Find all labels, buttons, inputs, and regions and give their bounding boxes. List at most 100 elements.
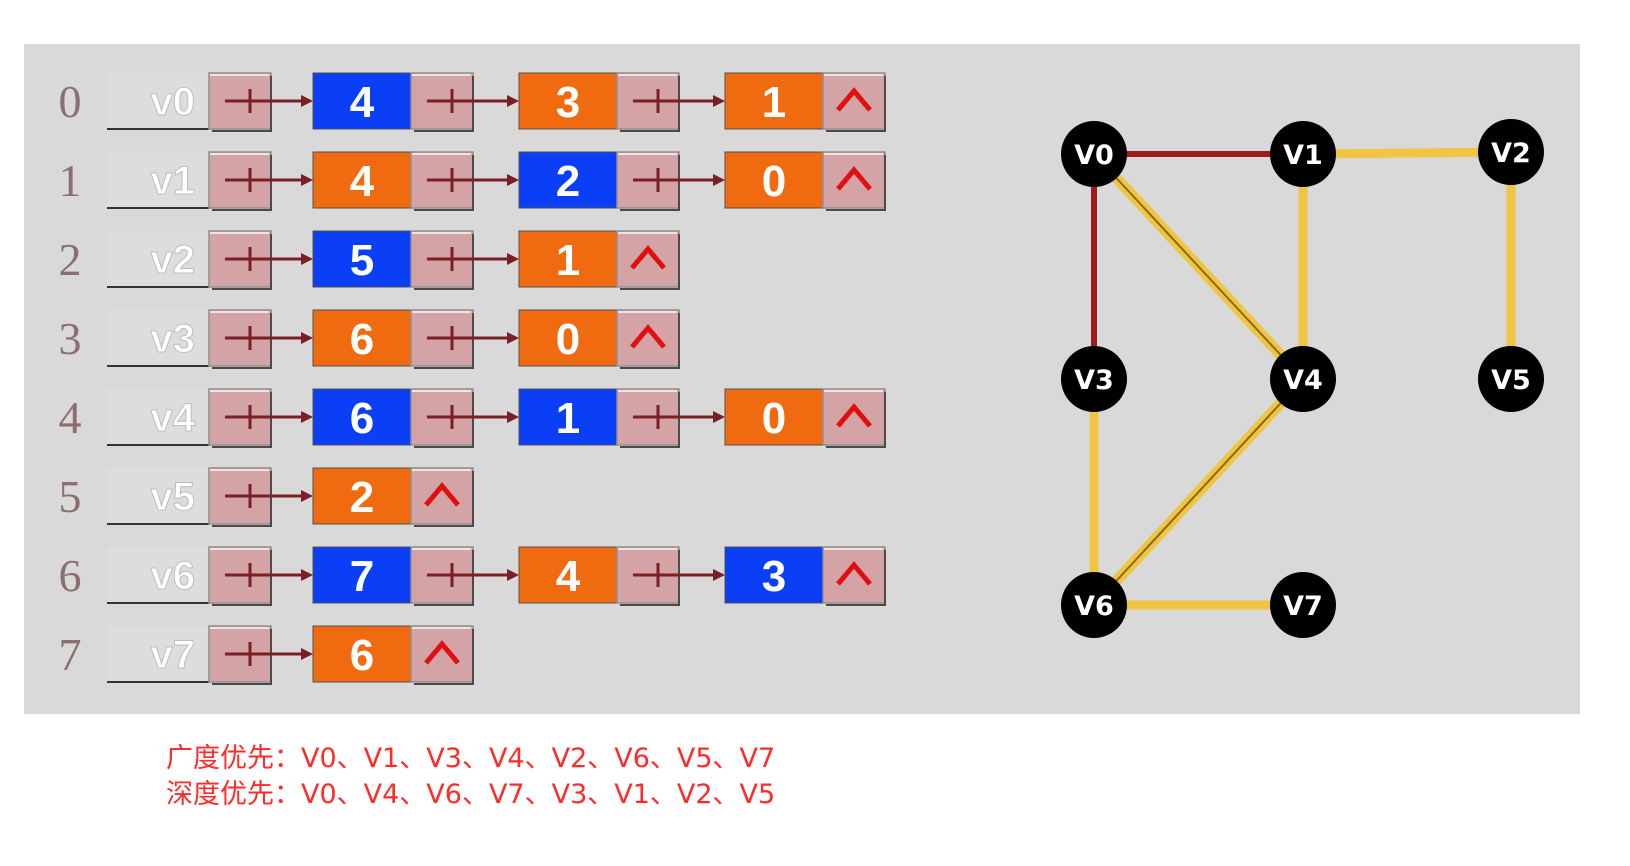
- list-node-value: 3: [556, 78, 580, 127]
- row-index: 3: [59, 313, 82, 364]
- edge-v1-v2: [1302, 147, 1512, 159]
- list-node-value: 1: [556, 394, 580, 443]
- list-row: 3 v3 6 0: [59, 309, 680, 369]
- graph-node-label: V2: [1491, 138, 1531, 169]
- arrow-head: [301, 569, 313, 581]
- graph-node-v2: V2: [1478, 119, 1544, 185]
- row-index: 6: [59, 550, 82, 601]
- arrow-head: [301, 411, 313, 423]
- list-node-value: 6: [350, 394, 374, 443]
- graph-node-v3: V3: [1061, 346, 1127, 412]
- list-node-value: 1: [762, 78, 786, 127]
- arrow-head: [301, 490, 313, 502]
- vertex-head-cell: [107, 468, 209, 524]
- list-node-value: 4: [350, 157, 375, 206]
- traversal-captions: 广度优先：V0、V1、V3、V4、V2、V6、V5、V7 深度优先：V0、V4、…: [166, 741, 775, 813]
- row-index: 2: [59, 234, 82, 285]
- vertex-label: v1: [151, 159, 196, 203]
- arrow-head: [301, 253, 313, 265]
- list-node-value-cell: [724, 546, 824, 604]
- graph-node-circle: [1478, 346, 1544, 412]
- graph-node-v5: V5: [1478, 346, 1544, 412]
- null-caret-icon: [630, 324, 666, 349]
- list-node-value: 2: [350, 473, 374, 522]
- graph-node-v6: V6: [1061, 572, 1127, 638]
- list-node-value: 6: [350, 631, 374, 680]
- row-index: 1: [59, 155, 82, 206]
- vertex-head-cell: [107, 626, 209, 682]
- row-index: 5: [59, 471, 82, 522]
- null-pointer-cell: [822, 388, 886, 446]
- list-node-value: 3: [762, 552, 786, 601]
- list-node-value: 0: [762, 394, 786, 443]
- graph-node-circle: [1061, 572, 1127, 638]
- row-index: 7: [59, 629, 82, 680]
- list-node-value-cell: [518, 151, 618, 209]
- arrow-head: [507, 569, 519, 581]
- row-index: 4: [59, 392, 82, 443]
- vertex-head-cell: [107, 231, 209, 287]
- list-node-value-cell: [312, 388, 412, 446]
- graph-node-label: V0: [1074, 140, 1114, 171]
- graph-node-v0: V0: [1061, 121, 1127, 187]
- null-caret-icon: [836, 403, 872, 428]
- graph-node-circle: [1270, 572, 1336, 638]
- arrow-head: [507, 174, 519, 186]
- list-row: 4 v4 6 1 0: [59, 388, 886, 448]
- list-node-value-cell: [312, 72, 412, 130]
- list-row: 7 v7 6: [59, 625, 474, 685]
- arrow-head: [507, 95, 519, 107]
- null-caret-icon: [424, 640, 460, 665]
- list-node-value-cell: [518, 388, 618, 446]
- null-pointer-cell: [410, 625, 474, 683]
- vertex-head-cell: [107, 73, 209, 129]
- null-pointer-cell: [616, 230, 680, 288]
- arrow-head: [713, 411, 725, 423]
- list-node-value: 4: [350, 78, 375, 127]
- graph-node-label: V7: [1283, 591, 1323, 622]
- list-node-value: 4: [556, 552, 581, 601]
- list-node-value-cell: [312, 151, 412, 209]
- graph-node-circle: [1270, 121, 1336, 187]
- vertex-label: v3: [151, 317, 196, 361]
- list-node-value: 1: [556, 236, 580, 285]
- list-node-value-cell: [312, 546, 412, 604]
- bfs-caption: 广度优先：V0、V1、V3、V4、V2、V6、V5、V7: [166, 743, 776, 774]
- list-node-value: 7: [350, 552, 374, 601]
- list-row: 0 v0 4 3 1: [59, 72, 886, 132]
- null-pointer-cell: [410, 467, 474, 525]
- graph-node-label: V3: [1074, 365, 1114, 396]
- list-node-value: 2: [556, 157, 580, 206]
- list-node-value: 5: [350, 236, 374, 285]
- vertex-head-cell: [107, 310, 209, 366]
- null-caret-icon: [836, 87, 872, 112]
- null-pointer-cell: [822, 546, 886, 604]
- null-pointer-cell: [822, 151, 886, 209]
- graph-node-label: V5: [1491, 365, 1531, 396]
- list-node-value: 6: [350, 315, 374, 364]
- vertex-label: v7: [151, 633, 196, 677]
- null-pointer-cell: [822, 72, 886, 130]
- arrow-head: [301, 174, 313, 186]
- vertex-label: v0: [151, 80, 196, 124]
- null-caret-icon: [836, 561, 872, 586]
- vertex-label: v4: [151, 396, 196, 440]
- arrow-head: [301, 332, 313, 344]
- row-index: 0: [59, 76, 82, 127]
- null-caret-icon: [630, 245, 666, 270]
- vertex-head-cell: [107, 389, 209, 445]
- graph-node-circle: [1478, 119, 1544, 185]
- graph-node-label: V6: [1074, 591, 1114, 622]
- list-node-value-cell: [724, 72, 824, 130]
- list-node-value-cell: [312, 230, 412, 288]
- arrow-head: [713, 569, 725, 581]
- vertex-head-cell: [107, 547, 209, 603]
- arrow-head: [713, 174, 725, 186]
- list-node-value: 0: [556, 315, 580, 364]
- arrow-head: [507, 332, 519, 344]
